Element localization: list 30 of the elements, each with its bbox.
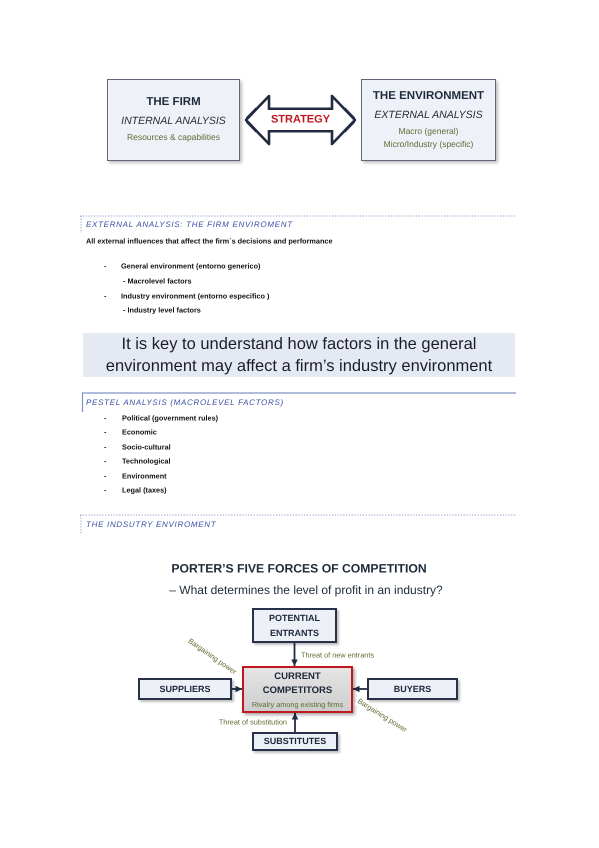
force-name: CURRENT COMPETITORS — [262, 670, 334, 698]
arrow — [232, 686, 242, 692]
key-statement: It is key to understand how factors in the general environment may affect a firm’s industry environment — [104, 334, 494, 377]
force-box — [138, 678, 232, 700]
question-text: – What determines the level of profit in an industry? — [169, 582, 443, 598]
section-heading: PESTEL ANALYSIS (MACROLEVEL FACTORS) — [86, 398, 284, 408]
node-subtitle: EXTERNAL ANALYSIS — [374, 108, 483, 121]
force-name: SUBSTITUTES — [264, 735, 326, 748]
arrow — [353, 686, 367, 692]
node-title: THE ENVIRONMENT — [372, 90, 484, 103]
node-detail: Macro (general) — [398, 124, 458, 138]
porter-heading: PORTER’S FIVE FORCES OF COMPETITION — [171, 562, 427, 576]
node-subtitle: INTERNAL ANALYSIS — [121, 115, 226, 128]
arrow — [291, 643, 298, 666]
info-box — [361, 79, 496, 161]
force-name: POTENTIAL ENTRANTS — [268, 612, 321, 640]
arrow — [292, 713, 298, 732]
force-box — [252, 732, 338, 751]
force-name: SUPPLIERS — [159, 682, 210, 696]
info-box — [107, 79, 240, 161]
node-detail: Resources & capabilities — [126, 131, 220, 144]
double-arrow — [244, 94, 356, 146]
node-title: THE FIRM — [146, 96, 201, 110]
force-name: BUYERS — [394, 682, 432, 696]
force-box — [367, 678, 458, 700]
force-box — [252, 608, 337, 643]
section-heading: THE INDSUTRY ENVIROMENT — [86, 520, 216, 530]
competitors-box — [242, 666, 353, 713]
node-detail: Micro/Industry (specific) — [384, 138, 474, 150]
section-heading: EXTERNAL ANALYSIS: THE FIRM ENVIROMENT — [86, 220, 293, 230]
